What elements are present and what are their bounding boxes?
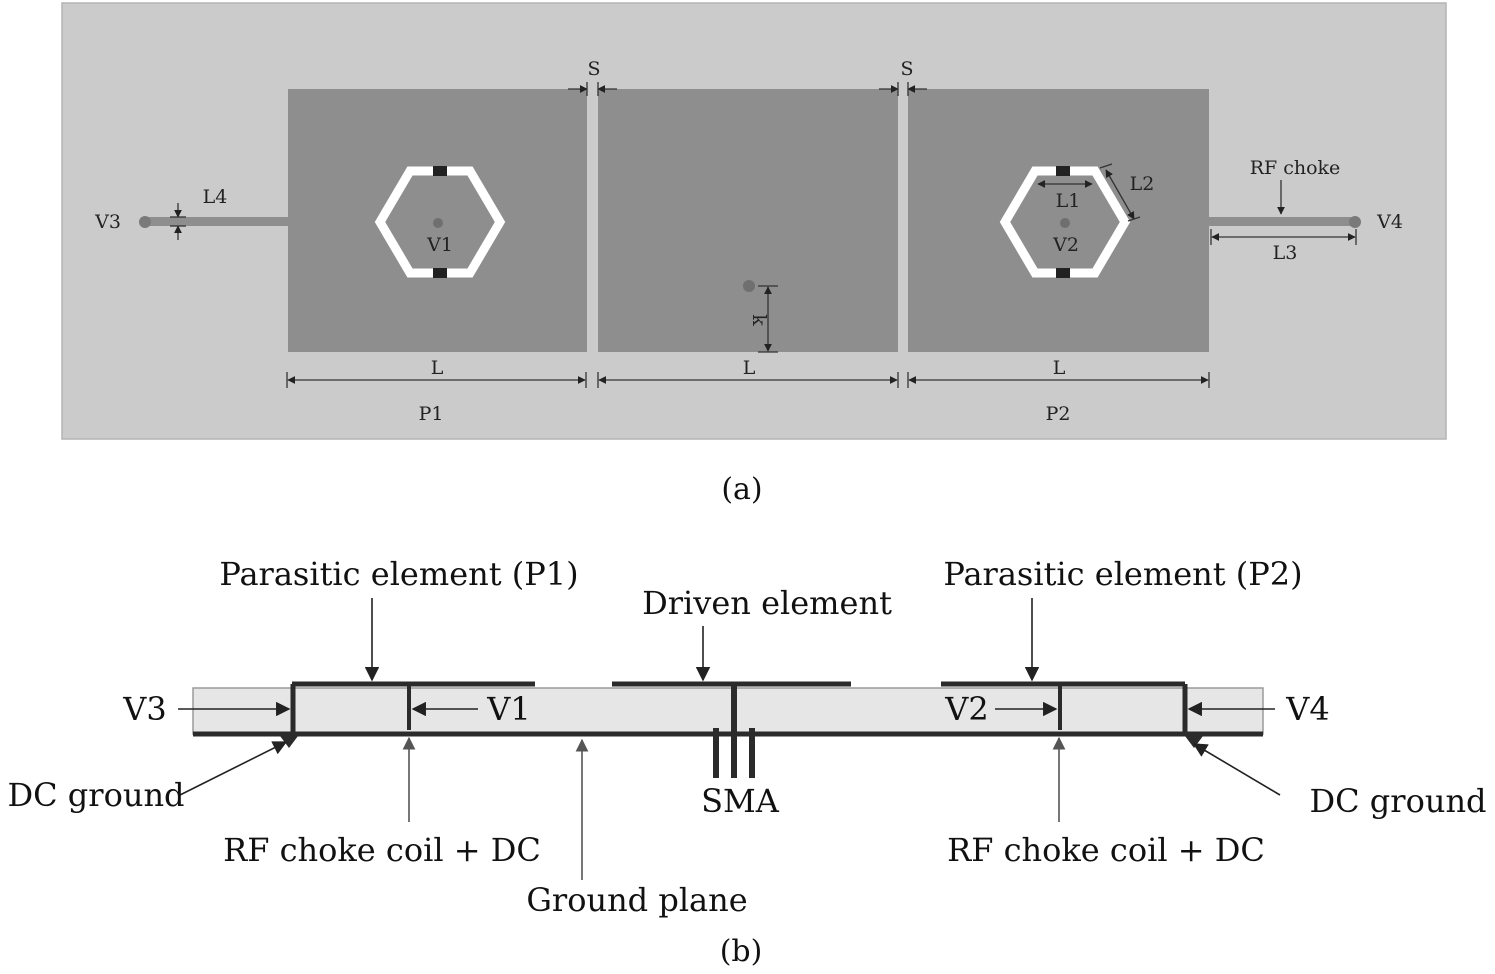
label-s-right: S: [900, 58, 913, 80]
label-p1: P1: [419, 403, 444, 425]
label-l-p2: L: [1053, 357, 1066, 379]
v4-point: [1349, 216, 1361, 228]
label-v3-a: V3: [94, 211, 121, 233]
hex-switch-bottom-right: [1056, 268, 1070, 278]
label-dc-ground-left: DC ground: [7, 776, 184, 814]
dc-ground-marker-right: [1185, 736, 1203, 748]
hexagon-slot-left: [374, 166, 506, 278]
hex-switch-top-right: [1056, 166, 1070, 176]
v3-point: [139, 216, 151, 228]
feed-line-left: [145, 217, 289, 226]
hex-switch-top-left: [433, 166, 447, 176]
label-l2: L2: [1130, 173, 1155, 195]
caption-a: (a): [721, 472, 762, 507]
feed-point: [743, 280, 755, 292]
label-l4: L4: [203, 186, 228, 208]
substrate: [192, 687, 1264, 735]
label-rf-choke: RF choke: [1250, 157, 1341, 179]
label-rf-choke-left: RF choke coil + DC: [223, 831, 541, 869]
label-v1-b: V1: [486, 690, 530, 728]
label-l3: L3: [1273, 242, 1298, 264]
label-v2-a: V2: [1052, 234, 1079, 256]
label-s-left: S: [587, 58, 600, 80]
label-k: k: [748, 314, 770, 326]
label-rf-choke-right: RF choke coil + DC: [947, 831, 1265, 869]
label-l1: L1: [1056, 190, 1081, 212]
figure-a: S S L4 V3 V4 V1 V2 L1 L2 RF choke L3 L L…: [61, 2, 1447, 507]
label-parasitic-p2: Parasitic element (P2): [943, 555, 1302, 593]
driven-patch: [598, 89, 898, 352]
label-p2: P2: [1046, 403, 1071, 425]
label-v4-a: V4: [1376, 211, 1403, 233]
label-l-driven: L: [743, 357, 756, 379]
label-ground-plane: Ground plane: [526, 881, 747, 919]
label-l-p1: L: [431, 357, 444, 379]
parasitic-patch-p2: [908, 89, 1209, 352]
caption-b: (b): [720, 934, 763, 969]
label-dc-ground-right: DC ground: [1309, 782, 1486, 820]
figure-b: Parasitic element (P1) Driven element Pa…: [7, 555, 1486, 969]
arrow-dc-ground-left: [179, 741, 288, 796]
label-v3-b: V3: [122, 690, 166, 728]
label-sma: SMA: [701, 782, 780, 820]
v2-point: [1060, 218, 1070, 228]
label-parasitic-p1: Parasitic element (P1): [219, 555, 578, 593]
label-v2-b: V2: [944, 690, 988, 728]
feed-line-right: [1209, 217, 1355, 226]
dimension-lines: [170, 82, 1357, 388]
arrow-dc-ground-right: [1192, 743, 1281, 796]
dc-ground-marker-left: [280, 736, 298, 748]
hexagon-slot-right: [999, 166, 1131, 278]
label-v1-a: V1: [426, 234, 453, 256]
hex-switch-bottom-left: [433, 268, 447, 278]
label-driven-element: Driven element: [642, 584, 892, 622]
label-v4-b: V4: [1285, 690, 1329, 728]
v1-point: [433, 218, 443, 228]
